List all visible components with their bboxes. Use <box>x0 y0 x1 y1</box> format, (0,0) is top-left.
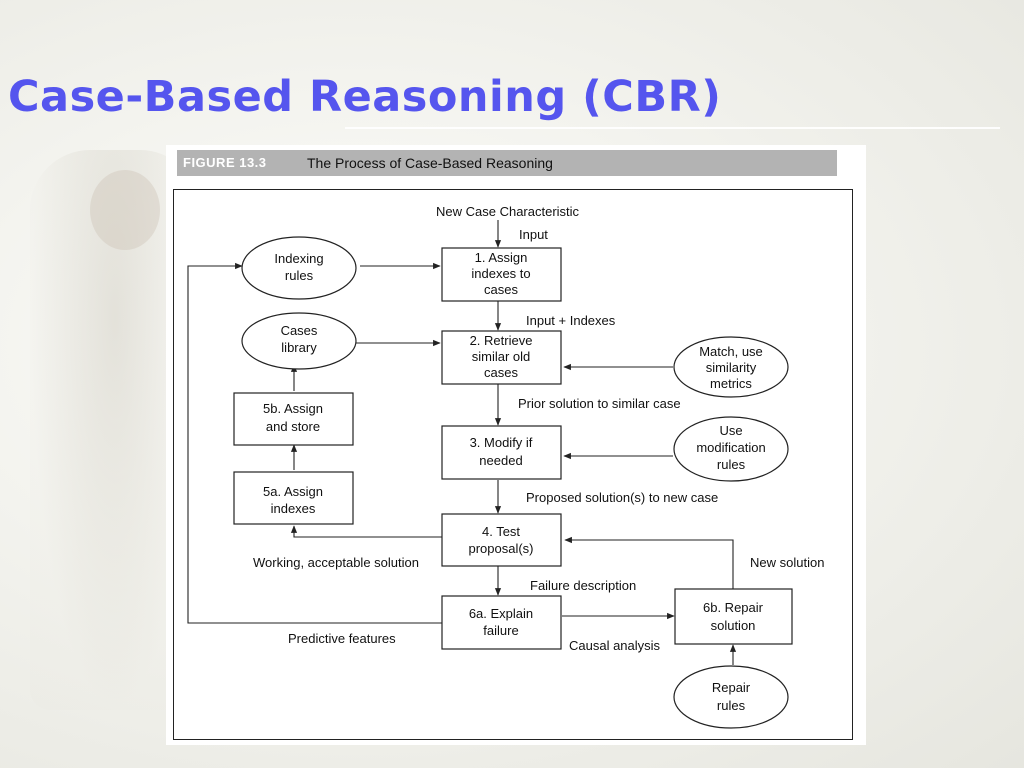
step-4-line-1: 4. Test <box>482 524 520 539</box>
label-prior-solution: Prior solution to similar case <box>518 396 681 411</box>
edge-predictive-features <box>187 262 442 624</box>
step-4-box: 4. Test proposal(s) <box>441 513 562 567</box>
label-failure-description: Failure description <box>530 578 636 593</box>
indexing-rules-line-1: Indexing <box>274 251 323 266</box>
step-2-line-1: 2. Retrieve <box>470 333 533 348</box>
label-working-solution: Working, acceptable solution <box>253 555 419 570</box>
repair-rules-node: Repair rules <box>673 665 789 729</box>
similarity-metrics-node: Match, use similarity metrics <box>673 336 789 398</box>
repair-rules-line-1: Repair <box>712 680 751 695</box>
modification-rules-line-1: Use <box>719 423 742 438</box>
step-3-line-1: 3. Modify if <box>470 435 533 450</box>
label-new-case: New Case Characteristic <box>436 204 580 219</box>
cases-library-line-1: Cases <box>281 323 318 338</box>
title-underline <box>345 127 1000 129</box>
label-input-indexes: Input + Indexes <box>526 313 616 328</box>
diagram-frame <box>173 189 853 740</box>
similarity-metrics-line-2: similarity <box>706 360 757 375</box>
slide-title: Case-Based Reasoning (CBR) <box>8 72 722 122</box>
figure-caption-bar: FIGURE 13.3 The Process of Case-Based Re… <box>177 150 837 176</box>
label-input: Input <box>519 227 548 242</box>
repair-rules-line-2: rules <box>717 698 746 713</box>
edge-new-solution <box>564 536 734 599</box>
cbr-process-diagram: 1. Assign indexes to cases 2. Retrieve s… <box>187 204 824 729</box>
label-new-solution: New solution <box>750 555 824 570</box>
modification-rules-line-2: modification <box>696 440 765 455</box>
figure-number: FIGURE 13.3 <box>183 155 267 170</box>
cases-library-line-2: library <box>281 340 317 355</box>
similarity-metrics-line-3: metrics <box>710 376 752 391</box>
step-2-box: 2. Retrieve similar old cases <box>441 330 562 385</box>
step-6a-box: 6a. Explain failure <box>441 595 562 650</box>
modification-rules-node: Use modification rules <box>673 416 789 482</box>
step-6b-line-2: solution <box>711 618 756 633</box>
label-proposed-solution: Proposed solution(s) to new case <box>526 490 718 505</box>
step-5a-line-1: 5a. Assign <box>263 484 323 499</box>
figure-caption: The Process of Case-Based Reasoning <box>307 155 553 171</box>
step-3-box: 3. Modify if needed <box>441 425 562 480</box>
step-2-line-3: cases <box>484 365 518 380</box>
step-2-line-2: similar old <box>472 349 531 364</box>
step-1-line-3: cases <box>484 282 518 297</box>
step-5a-line-2: indexes <box>271 501 316 516</box>
step-6a-line-2: failure <box>483 623 518 638</box>
modification-rules-line-3: rules <box>717 457 746 472</box>
background-silhouette-head <box>90 170 160 250</box>
step-5b-line-2: and store <box>266 419 320 434</box>
step-5b-box: 5b. Assign and store <box>233 392 354 446</box>
indexing-rules-node: Indexing rules <box>241 236 357 300</box>
step-4-line-2: proposal(s) <box>468 541 533 556</box>
label-causal-analysis: Causal analysis <box>569 638 661 653</box>
similarity-metrics-line-1: Match, use <box>699 344 763 359</box>
step-6b-line-1: 6b. Repair <box>703 600 764 615</box>
step-6b-box: 6b. Repair solution <box>674 588 793 645</box>
step-6a-line-1: 6a. Explain <box>469 606 533 621</box>
edge-working-solution <box>290 525 442 538</box>
step-1-box: 1. Assign indexes to cases <box>441 247 562 302</box>
step-5b-line-1: 5b. Assign <box>263 401 323 416</box>
step-1-line-1: 1. Assign <box>475 250 528 265</box>
cases-library-node: Cases library <box>241 312 357 370</box>
step-1-line-2: indexes to <box>471 266 530 281</box>
step-5a-box: 5a. Assign indexes <box>233 471 354 525</box>
label-predictive-features: Predictive features <box>288 631 396 646</box>
indexing-rules-line-2: rules <box>285 268 314 283</box>
step-3-line-2: needed <box>479 453 522 468</box>
